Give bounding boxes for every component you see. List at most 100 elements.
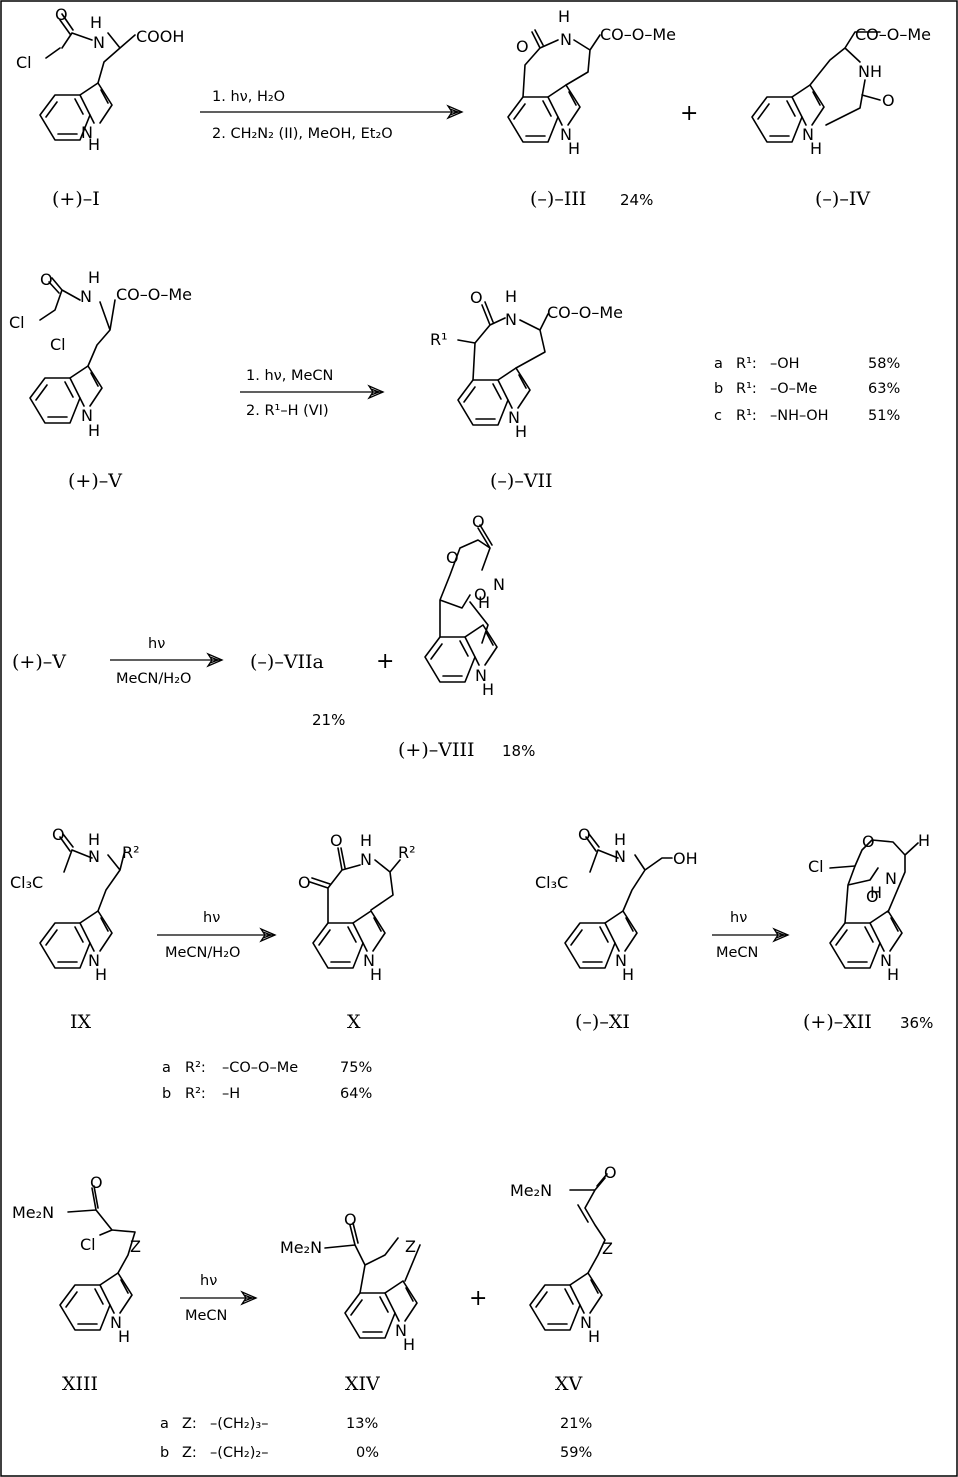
yield-VIIa: 21% (312, 711, 345, 729)
row-a-yield-XV: 21% (560, 1416, 592, 1432)
label-X: X (347, 1011, 361, 1033)
indole-nh: H (622, 965, 634, 984)
nh-h-label: H (88, 830, 100, 849)
label-XII: (+)–XII (803, 1011, 872, 1033)
indole-nh: H (482, 680, 494, 699)
row-b-key: b (162, 1086, 171, 1102)
row-c-yield: 51% (868, 408, 900, 424)
oxygen-label: O (470, 288, 483, 307)
row-a-group: –(CH₂)₃– (210, 1416, 268, 1432)
cooh-label: COOH (136, 27, 184, 46)
label-III: (–)–III (530, 188, 586, 210)
cond-5b: MeCN (716, 945, 758, 961)
indole-n: N (615, 951, 627, 970)
ester-label: CO–O–Me (116, 285, 192, 304)
indole-n: N (363, 951, 375, 970)
yield-III: 24% (620, 191, 653, 209)
prod-VIIa: (–)–VIIa (250, 651, 324, 673)
ester-label: CO–O–Me (547, 303, 623, 322)
label-XIV: XIV (345, 1373, 380, 1395)
row-a-r: R¹: (736, 356, 757, 372)
row-b-group: –O–Me (770, 381, 817, 397)
ester-label: CO–O–Me (855, 25, 931, 44)
cond-2b: 2. R¹–H (VI) (246, 403, 329, 419)
cl-label: Cl (80, 1235, 96, 1254)
oxygen-label: O (882, 91, 895, 110)
oxygen-label-1: O (472, 512, 485, 531)
indole-n: N (81, 123, 93, 142)
indole-nh: H (88, 421, 100, 440)
indole-nh: H (403, 1335, 415, 1354)
r1-label: R¹ (430, 330, 448, 349)
arrow-1 (200, 105, 463, 119)
compound-XII: H N O O N H H Cl (808, 831, 930, 984)
yield-VIII: 18% (502, 742, 535, 760)
yield-XII: 36% (900, 1014, 933, 1032)
indole-nh: H (95, 965, 107, 984)
compound-VII: H N O H N CO–O–Me R¹ (430, 287, 623, 441)
row-a-yield: 75% (340, 1060, 372, 1076)
arrow-6 (180, 1291, 257, 1305)
label-I: (+)–I (52, 188, 100, 210)
nh-h-label: H (90, 13, 102, 32)
nh-h-label: H (614, 830, 626, 849)
indole-n: N (580, 1313, 592, 1332)
oxygen-label-2: O (298, 873, 311, 892)
compound-X: H N O O H N R² (298, 831, 416, 984)
n-label: N (80, 287, 92, 306)
n-label: N (885, 869, 897, 888)
row-b-yield: 63% (868, 381, 900, 397)
row-a-z: Z: (182, 1416, 197, 1432)
oxygen-label-2: O (446, 548, 459, 567)
row-b-yield-XIV: 0% (356, 1445, 379, 1461)
plus-1: + (680, 101, 698, 126)
cond-1b: 2. CH₂N₂ (II), MeOH, Et₂O (212, 126, 393, 142)
row-b-group: –(CH₂)₂– (210, 1445, 268, 1461)
compound-XV: H N O Me₂N Z (510, 1163, 617, 1346)
n-label: N (360, 850, 372, 869)
arrow-5 (712, 928, 789, 942)
h-label: H (918, 831, 930, 850)
row-c-r: R¹: (736, 408, 757, 424)
row-a-key: a (160, 1416, 169, 1432)
nh-label: NH (858, 62, 882, 81)
z-label: Z (130, 1237, 141, 1256)
nh-h-label: H (505, 287, 517, 306)
oh-label: OH (673, 849, 698, 868)
row-a-key: a (714, 356, 723, 372)
oxygen-label: O (516, 37, 529, 56)
row-a-r: R²: (185, 1060, 206, 1076)
me2n-label: Me₂N (510, 1181, 552, 1200)
label-XI: (–)–XI (575, 1011, 630, 1033)
row-b-r: R¹: (736, 381, 757, 397)
indole-nh: H (370, 965, 382, 984)
nh-h-label: H (478, 593, 490, 612)
nh-h-label: H (870, 883, 882, 902)
row-b-key: b (160, 1445, 169, 1461)
nh-h-label: H (360, 831, 372, 850)
row-b-z: Z: (182, 1445, 197, 1461)
n-label: N (505, 310, 517, 329)
indole-n: N (508, 408, 520, 427)
indole-n: N (802, 125, 814, 144)
me2n-label: Me₂N (280, 1238, 322, 1257)
row-a-key: a (162, 1060, 171, 1076)
oxygen-label: O (40, 270, 53, 289)
oxygen-label-1: O (862, 832, 875, 851)
indole-n: N (88, 951, 100, 970)
cond-3a: hν (148, 636, 165, 652)
label-VII: (–)–VII (490, 470, 553, 492)
n-label: N (88, 847, 100, 866)
start-V: (+)–V (12, 651, 66, 673)
n-label: N (93, 33, 105, 52)
n-label: N (560, 30, 572, 49)
indole-n: N (110, 1313, 122, 1332)
indole-nh: H (887, 965, 899, 984)
nh-h-label: H (558, 7, 570, 26)
r2-label: R² (122, 843, 140, 862)
ester-label: CO–O–Me (600, 25, 676, 44)
row-a-group: –CO–O–Me (222, 1060, 298, 1076)
oxygen-label: O (604, 1163, 617, 1182)
cl-label: Cl (808, 857, 824, 876)
